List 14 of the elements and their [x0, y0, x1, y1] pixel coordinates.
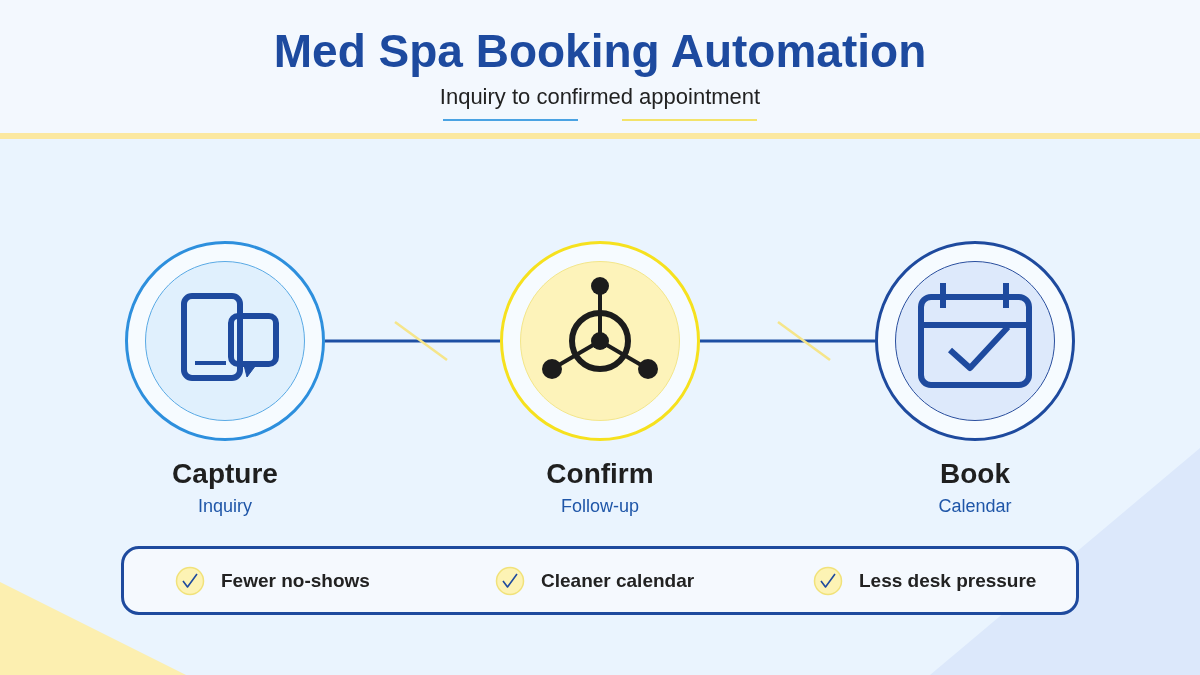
benefit-text: Less desk pressure	[859, 568, 1037, 593]
title: Med Spa Booking Automation	[273, 24, 927, 78]
step-subtitle: Calendar	[938, 495, 1012, 517]
connector-line	[700, 339, 875, 343]
connector-line	[325, 339, 500, 343]
subtitle: Inquiry to confirmed appointment	[439, 83, 761, 111]
benefit-text: Fewer no-shows	[221, 568, 370, 593]
step-title: Book	[940, 457, 1010, 491]
step-title: Capture	[172, 457, 278, 491]
step-title: Confirm	[546, 457, 654, 491]
benefits-panel	[121, 546, 1079, 615]
step-subtitle: Follow-up	[561, 495, 639, 517]
step-subtitle: Inquiry	[198, 495, 252, 517]
benefit-text: Cleaner calendar	[541, 568, 695, 593]
